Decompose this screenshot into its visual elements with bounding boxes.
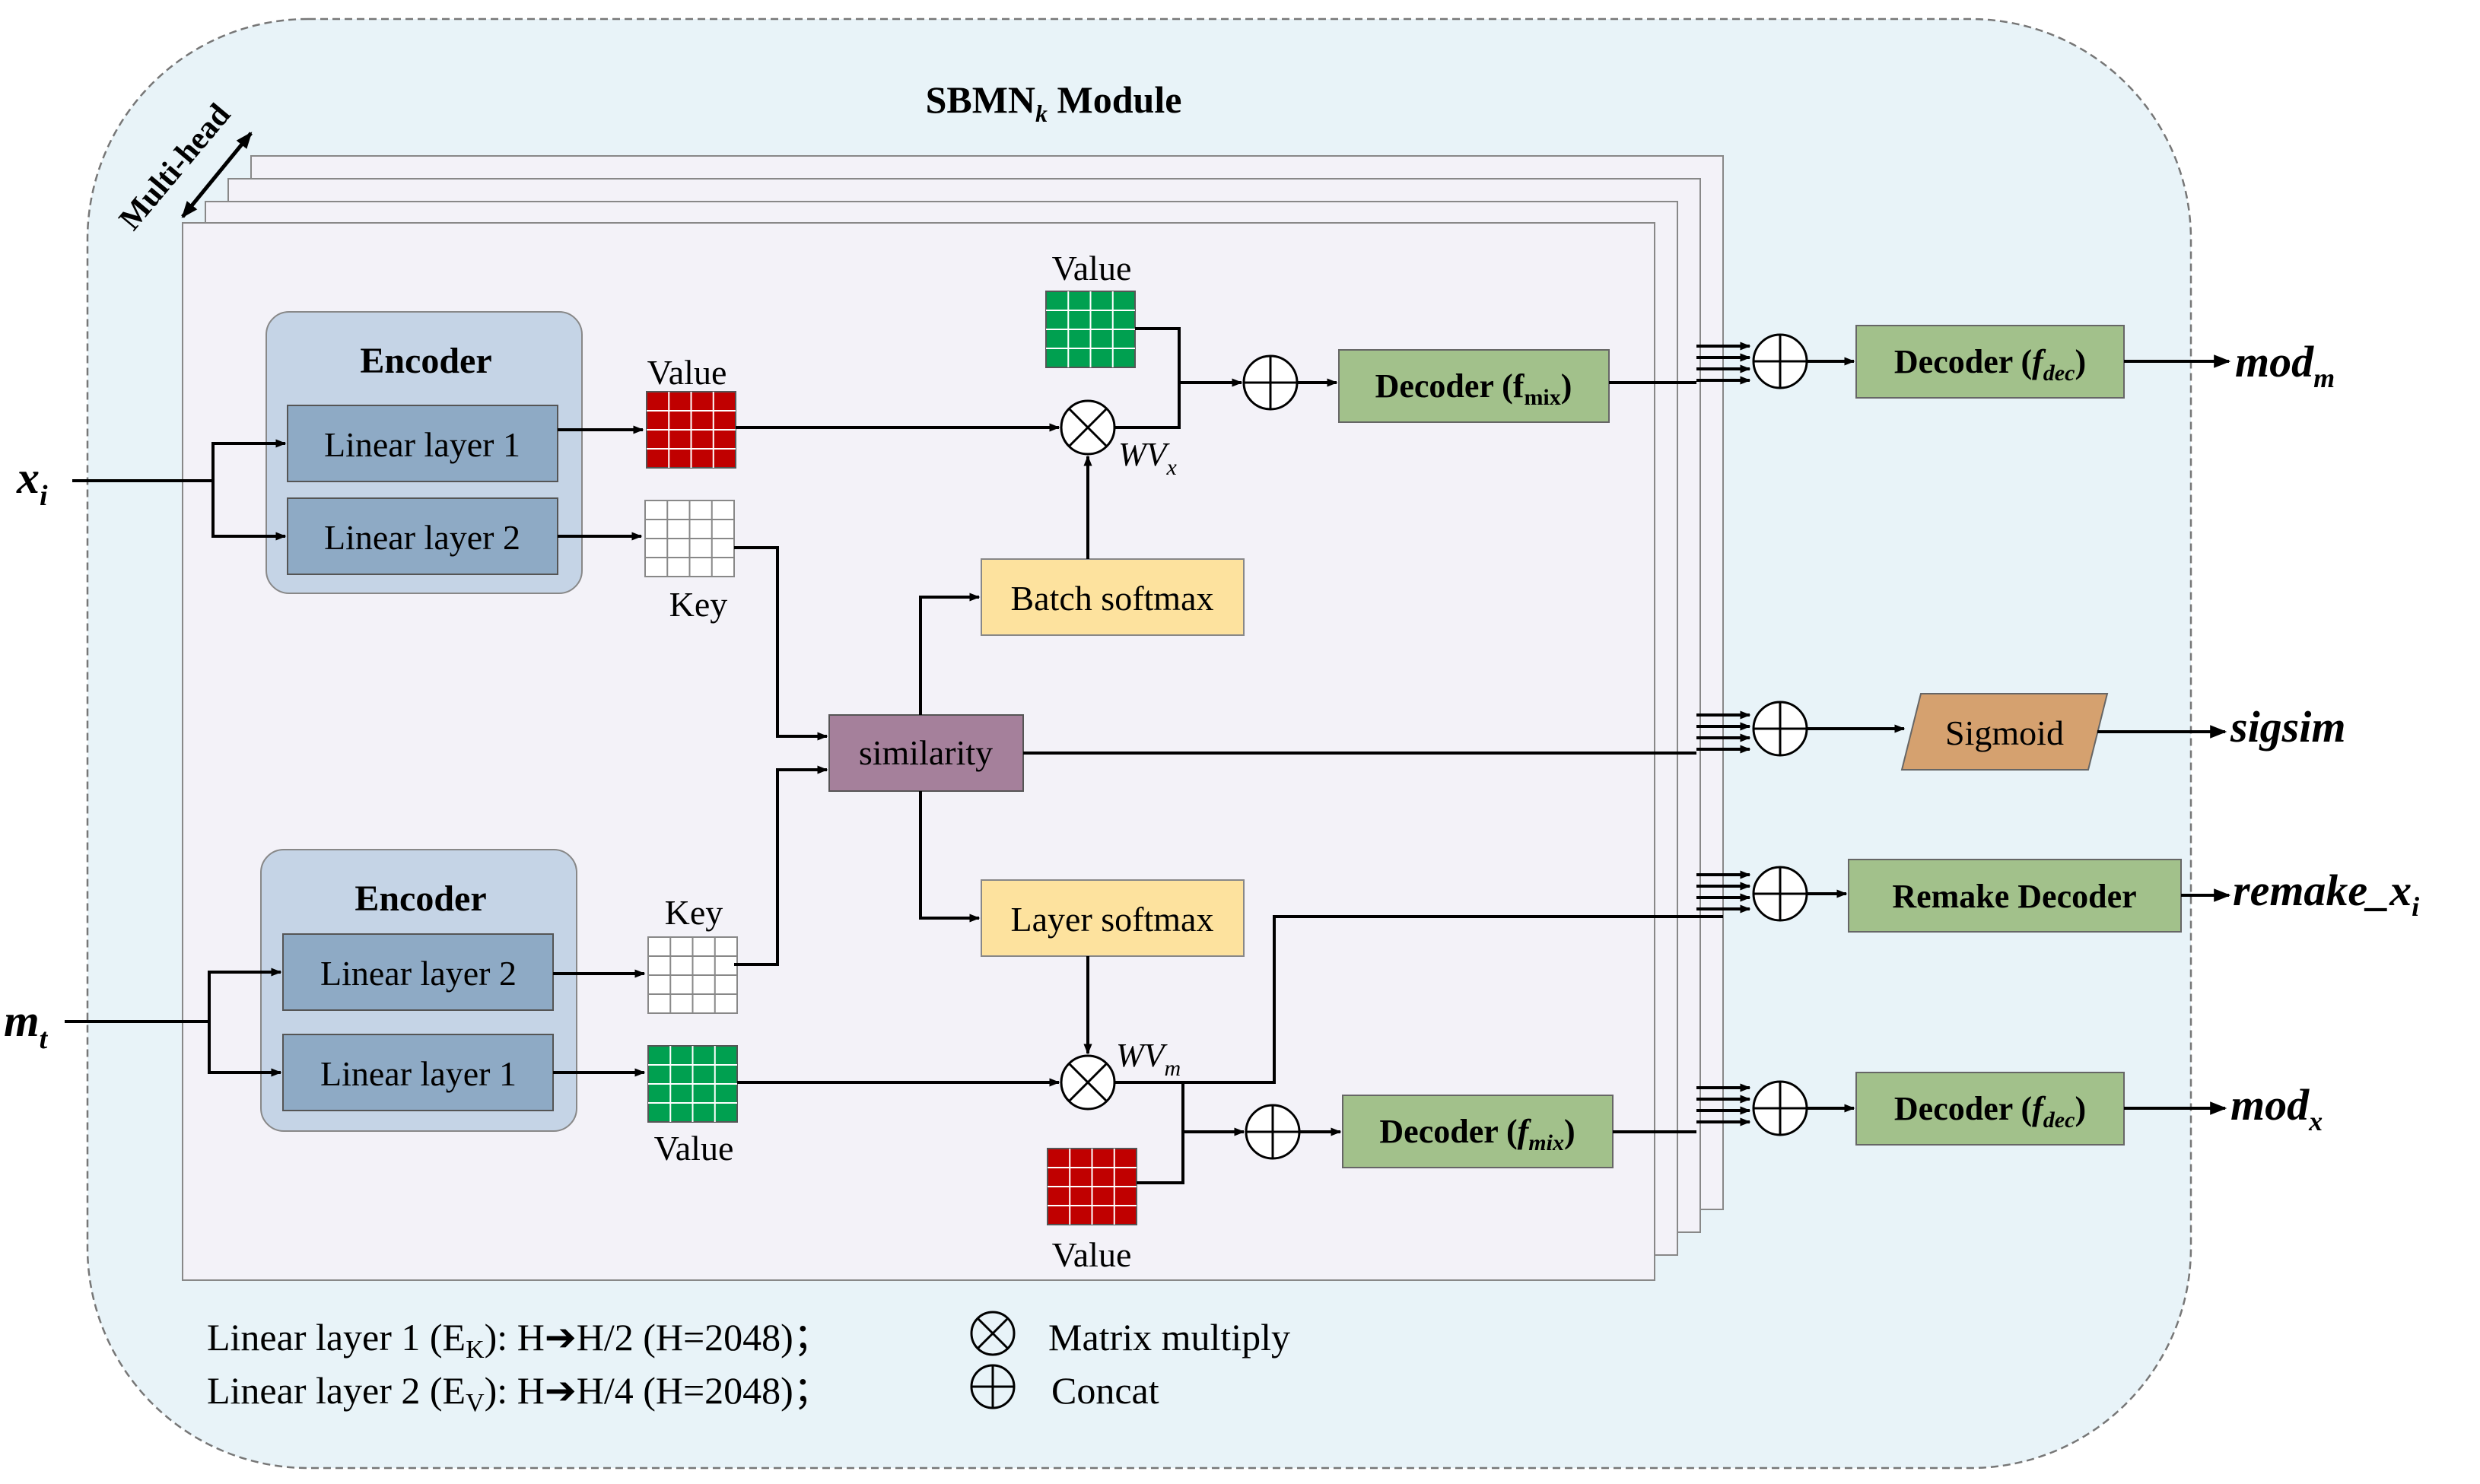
linear-layer-2-top <box>287 497 558 575</box>
remake-decoder-block <box>1848 859 2182 933</box>
legend-matmul-icon <box>970 1311 1016 1356</box>
key-matrix-top <box>644 500 735 577</box>
wv-x-label: WVx <box>1118 436 1178 480</box>
input-m-to-layer2 <box>208 968 282 1022</box>
encoder-top-title: Encoder <box>360 341 491 381</box>
batch-softmax-block <box>981 558 1245 636</box>
wvx-to-concat <box>1114 383 1181 429</box>
linear-layer-2-bottom <box>282 933 554 1011</box>
multihead-double-arrow <box>181 132 253 218</box>
linear-layer-1-bottom-label: Linear layer 1 <box>320 1054 517 1093</box>
decoder-fdec-bottom <box>1855 1072 2125 1146</box>
linear-layer-2-top-label: Linear layer 2 <box>324 518 520 557</box>
multihead-output-lines-sigmoid <box>1023 710 1751 755</box>
module-title: SBMNk Module <box>926 78 1182 127</box>
concat-icon-out-4 <box>1752 1080 1808 1136</box>
key-bottom-to-similarity <box>734 765 828 966</box>
value-bottom-center-label: Value <box>1052 1235 1132 1274</box>
key-matrix-bottom <box>647 936 738 1014</box>
value-matrix-bottom-left <box>647 1045 738 1123</box>
key-top-to-similarity <box>734 546 828 741</box>
concat-icon-top-inner <box>1242 354 1299 411</box>
decoder-fdec-bottom-label: Decoder (fdec) <box>1894 1090 2086 1133</box>
value-top-center-label: Value <box>1052 249 1132 288</box>
legend-concat-label: Concat <box>1051 1369 1159 1412</box>
multihead-output-lines-remake <box>1696 870 1751 914</box>
matmul-icon-top <box>1060 399 1116 456</box>
legend-matrix-multiply-label: Matrix multiply <box>1048 1316 1290 1358</box>
batch-softmax-label: Batch softmax <box>1011 579 1214 618</box>
decoder-fdec-top-label: Decoder (fdec) <box>1894 343 2086 386</box>
concat-icon-out-1 <box>1752 333 1808 389</box>
multihead-output-lines-top <box>1609 342 1751 385</box>
remake-decoder-label: Remake Decoder <box>1892 878 2136 915</box>
decoder-fmix-top <box>1338 349 1610 423</box>
decoder-fdec-top <box>1855 325 2125 399</box>
linear-layer-2-bottom-label: Linear layer 2 <box>320 954 517 993</box>
sigmoid-label: Sigmoid <box>1945 713 2064 752</box>
decoder-fmix-bottom-label: Decoder (fmix) <box>1379 1113 1575 1155</box>
value-top-left-label: Value <box>647 353 727 392</box>
sigmoid-block <box>1900 693 2109 771</box>
input-x-label: xi <box>16 453 48 512</box>
concat-icon-out-3 <box>1752 866 1808 922</box>
key-top-label: Key <box>669 585 728 624</box>
decoder-fmix-bottom <box>1342 1095 1614 1168</box>
linear-layer-1-top <box>287 405 558 482</box>
output-mod-x: modx <box>2230 1080 2323 1136</box>
concat-icon-out-2 <box>1752 701 1808 757</box>
decoder-fmix-top-label: Decoder (fmix) <box>1375 367 1572 410</box>
arrow-right-icon: ➔ <box>545 1315 577 1359</box>
layer-softmax-block <box>981 879 1245 957</box>
multihead-output-lines-bottom <box>1613 1083 1751 1133</box>
legend-concat-icon <box>970 1364 1016 1409</box>
similarity-label: similarity <box>859 733 993 772</box>
key-bottom-label: Key <box>665 893 723 932</box>
value-top-center-to-concat <box>1135 327 1243 387</box>
input-x-to-layer1 <box>211 439 287 481</box>
value-matrix-top-center <box>1045 291 1136 368</box>
similarity-block <box>828 714 1024 792</box>
value-matrix-bottom-center <box>1047 1148 1137 1225</box>
input-x-to-layer2 <box>211 481 287 541</box>
wvm-to-concat <box>1114 1081 1245 1136</box>
output-remake: remake_xi <box>2233 866 2419 922</box>
value-matrix-top-left <box>646 391 736 469</box>
similarity-to-layer-softmax <box>919 791 981 923</box>
input-m-label: mt <box>4 996 49 1055</box>
input-m-to-layer1 <box>208 1022 282 1077</box>
arrow-right-icon: ➔ <box>545 1368 577 1413</box>
layer-softmax-label: Layer softmax <box>1011 900 1214 939</box>
encoder-bottom-title: Encoder <box>355 879 486 919</box>
linear-layer-1-top-label: Linear layer 1 <box>324 425 520 464</box>
legend-line-2: Linear layer 2 (EV): H➔H/4 (H=2048)； <box>207 1368 831 1417</box>
wv-m-label: WVm <box>1116 1037 1181 1081</box>
value-bottom-left-label: Value <box>654 1129 734 1168</box>
concat-icon-bottom-inner <box>1245 1104 1301 1160</box>
value-bottom-center-to-concat <box>1137 1132 1184 1184</box>
linear-layer-1-bottom <box>282 1034 554 1111</box>
wvm-to-remake-path <box>1183 915 1723 1084</box>
matmul-icon-bottom <box>1060 1054 1116 1111</box>
output-mod-m: modm <box>2235 337 2335 393</box>
legend-line-1: Linear layer 1 (EK): H➔H/2 (H=2048)； <box>207 1315 831 1364</box>
output-sigsim: sigsim <box>2230 702 2346 752</box>
similarity-to-batch-softmax <box>919 593 981 715</box>
